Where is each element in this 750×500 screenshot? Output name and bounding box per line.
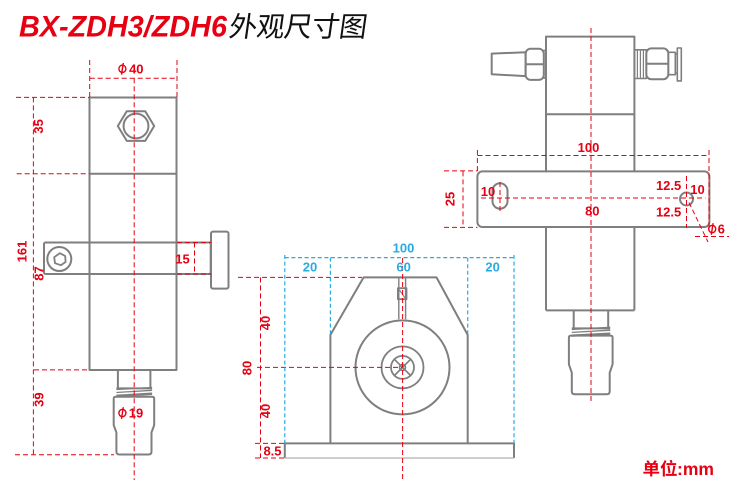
svg-text:25: 25 <box>443 192 458 206</box>
svg-text:15: 15 <box>175 252 189 267</box>
svg-text:20: 20 <box>303 260 317 275</box>
svg-text:20: 20 <box>485 260 499 275</box>
svg-text:39: 39 <box>32 392 47 406</box>
svg-text:161: 161 <box>15 241 30 263</box>
svg-text:100: 100 <box>393 241 415 256</box>
svg-text:87: 87 <box>31 266 46 280</box>
svg-text:10: 10 <box>481 184 495 199</box>
svg-text:10: 10 <box>690 182 704 197</box>
svg-text:40: 40 <box>258 316 273 330</box>
svg-text:12.5: 12.5 <box>656 178 681 193</box>
svg-text::mm: :mm <box>677 459 714 479</box>
svg-text:40: 40 <box>129 61 143 76</box>
svg-text:40: 40 <box>258 404 273 418</box>
svg-text:6: 6 <box>718 222 725 237</box>
svg-text:BX-ZDH3/ZDH6: BX-ZDH3/ZDH6 <box>19 11 227 44</box>
svg-text:60: 60 <box>396 260 410 275</box>
svg-text:8.5: 8.5 <box>263 444 281 459</box>
svg-text:19: 19 <box>129 406 143 421</box>
svg-text:80: 80 <box>240 361 255 375</box>
svg-text:12.5: 12.5 <box>656 205 681 220</box>
svg-text:80: 80 <box>585 203 599 218</box>
svg-text:100: 100 <box>578 140 600 155</box>
svg-text:35: 35 <box>31 119 46 133</box>
